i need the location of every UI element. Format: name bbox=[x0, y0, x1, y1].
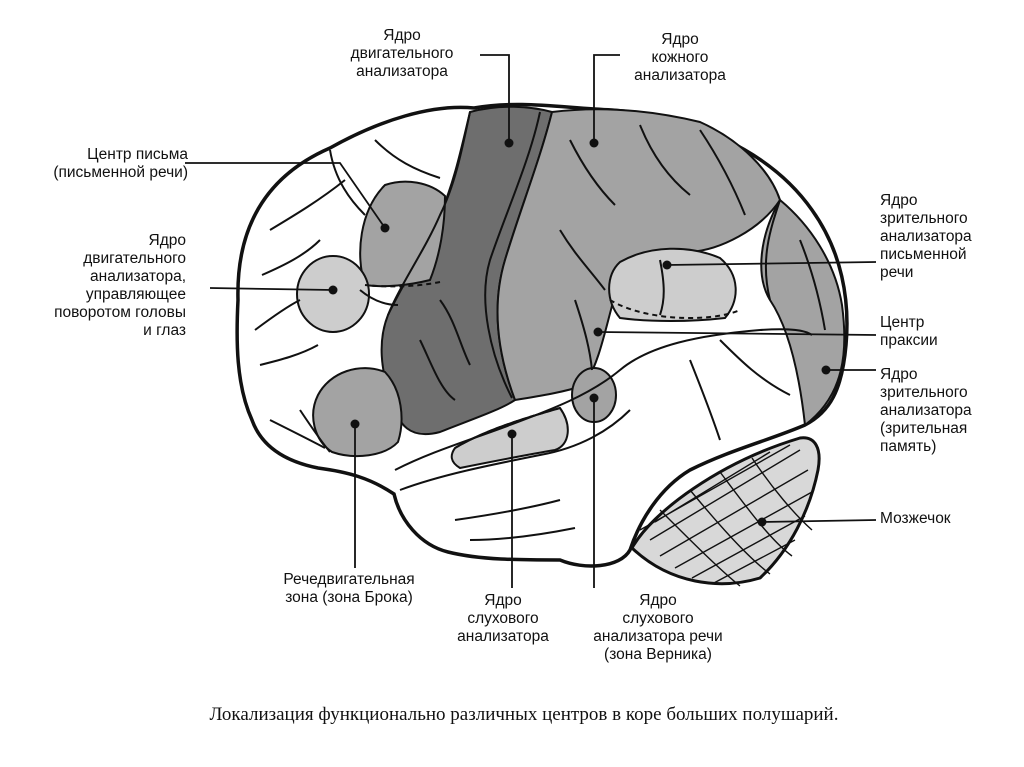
label-motor-analyzer: Ядро двигательного анализатора bbox=[350, 27, 454, 80]
label-head-eye-motor: Ядро двигательного анализатора, управляю… bbox=[54, 232, 186, 339]
label-auditory-analyzer: Ядро слухового анализатора bbox=[457, 592, 549, 645]
cerebellum bbox=[630, 436, 821, 587]
label-wernicke: Ядро слухового анализатора речи (зона Ве… bbox=[593, 592, 723, 663]
label-cerebellum: Мозжечок bbox=[880, 510, 951, 527]
visual-written-speech-zone bbox=[608, 247, 737, 322]
label-praxis-center: Центр праксии bbox=[880, 314, 938, 349]
label-visual-memory: Ядро зрительного анализатора (зрительная… bbox=[880, 366, 972, 455]
label-visual-written-speech: Ядро зрительного анализатора письменной … bbox=[880, 192, 972, 281]
figure-caption: Локализация функционально различных цент… bbox=[209, 704, 839, 725]
label-writing-center: Центр письма (письменной речи) bbox=[53, 146, 188, 181]
brain-gyri bbox=[254, 111, 826, 541]
writing-center-zone bbox=[359, 180, 447, 288]
leader-lines bbox=[185, 54, 877, 588]
label-skin-analyzer: Ядро кожного анализатора bbox=[634, 31, 726, 84]
label-broca: Речедвигательная зона (зона Брока) bbox=[283, 571, 415, 606]
